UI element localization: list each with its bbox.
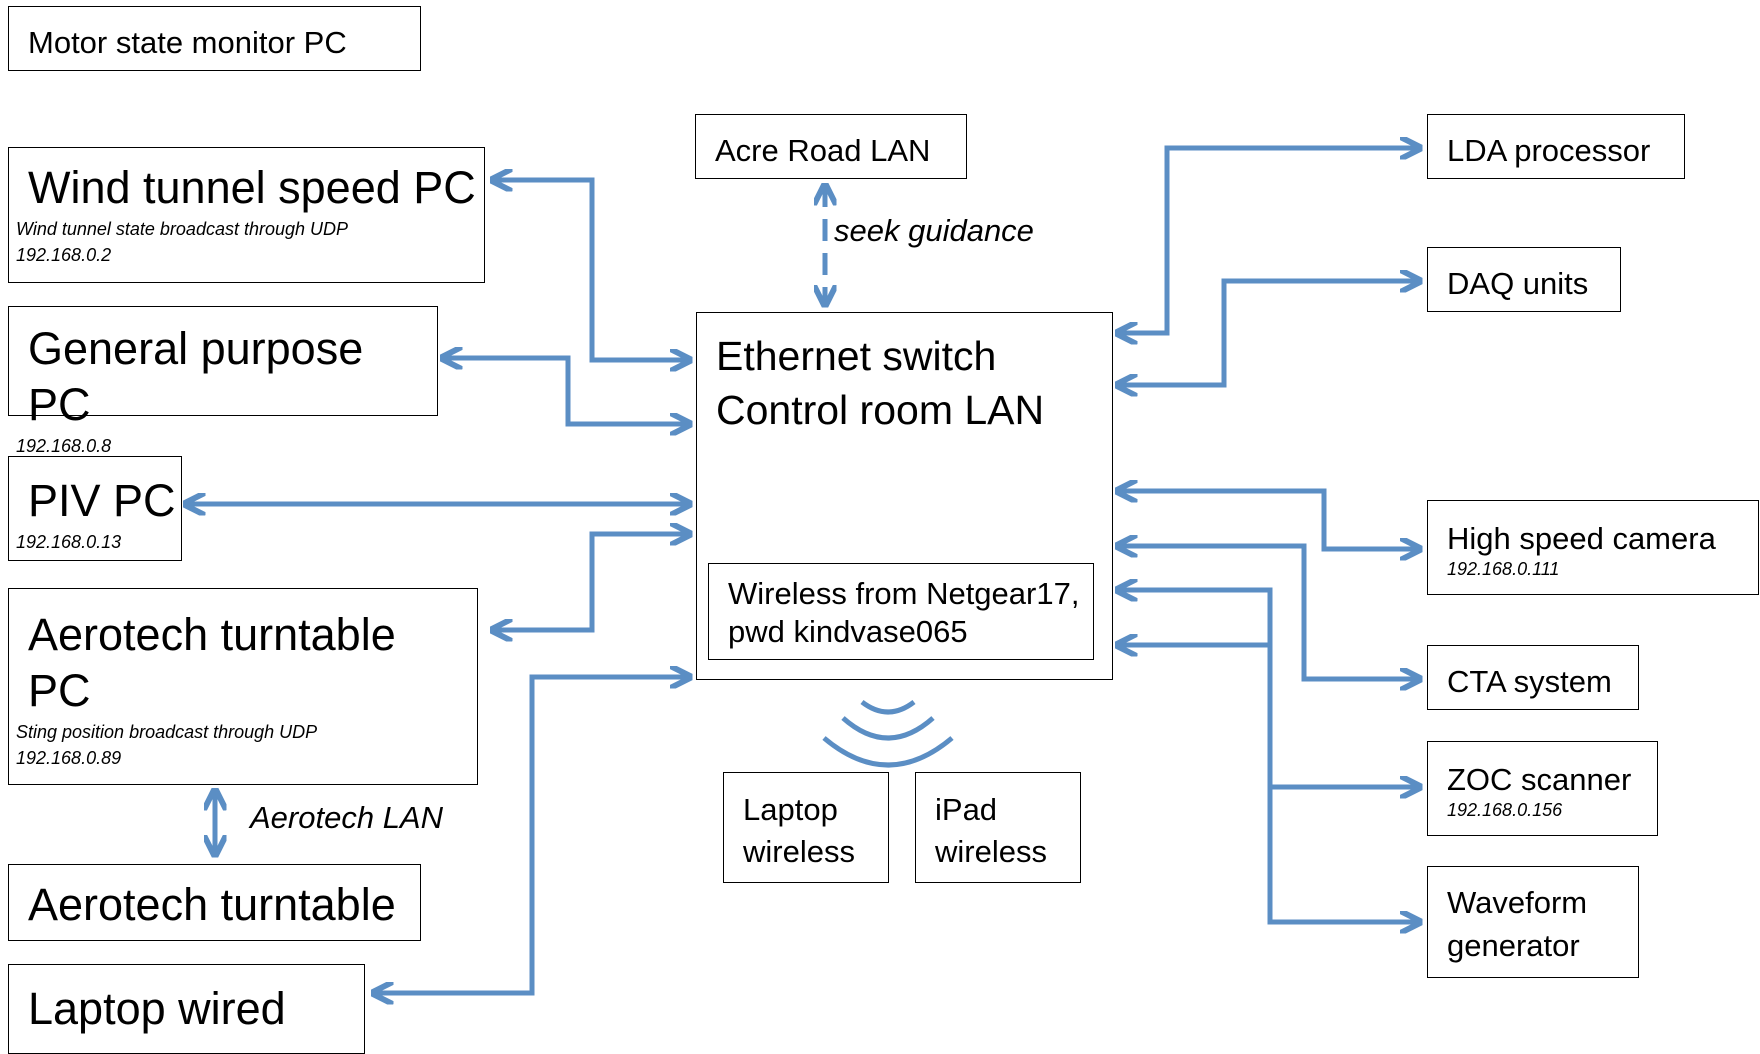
node-title: Wind tunnel speed PC [28,162,476,213]
node-title: General purpose PC [28,323,364,430]
node-title: PIV PC [28,475,176,526]
node-ip: 192.168.0.156 [1447,800,1563,820]
node-line2: wireless [743,834,855,869]
node-title: Aerotech turntable [28,879,396,930]
wireless-info-box: Wireless from Netgear17, pwd kindvase065 [708,563,1094,660]
node-title: Motor state monitor PC [28,25,347,60]
aerotech-lan-label: Aerotech LAN [250,800,443,835]
node-line1: iPad [935,792,998,827]
node-title: Laptop wired [28,983,286,1034]
node-note: Wind tunnel state broadcast through UDP [16,219,349,239]
seek-guidance-label: seek guidance [834,213,1034,248]
wire-wind-pc [492,180,690,360]
node-title: Acre Road LAN [715,133,931,168]
node-line1: Waveform [1447,885,1588,920]
node-ip: 192.168.0.8 [16,436,112,456]
wire-aerotech-pc [492,534,690,630]
motor-state-monitor-pc-box: Motor state monitor PC [8,6,421,71]
switch-title-line1: Ethernet switch [716,333,997,379]
wire-general-pc [442,358,690,424]
wire-lda [1117,148,1420,333]
aerotech-turntable-pc-box: Aerotech turntable PC Sting position bro… [8,588,478,785]
node-note: Sting position broadcast through UDP [16,722,318,742]
daq-units-box: DAQ units [1427,247,1621,312]
laptop-wired-box: Laptop wired [8,964,365,1054]
laptop-wireless-box: Laptop wireless [723,772,889,883]
acre-road-lan-box: Acre Road LAN [695,114,967,179]
wire-waveform [1117,645,1420,922]
wireless-arc-outer [822,736,954,768]
node-line2: wireless [935,834,1047,869]
cta-system-box: CTA system [1427,645,1639,710]
wind-tunnel-speed-pc-box: Wind tunnel speed PC Wind tunnel state b… [8,147,485,283]
aerotech-turntable-box: Aerotech turntable [8,864,421,941]
wire-hs-camera [1117,491,1420,549]
node-title: LDA processor [1447,133,1651,168]
wire-daq [1117,281,1420,385]
lda-processor-box: LDA processor [1427,114,1685,179]
wireless-info-line2: pwd kindvase065 [728,614,968,649]
node-line2: generator [1447,928,1580,963]
high-speed-camera-box: High speed camera 192.168.0.111 [1427,500,1759,595]
waveform-generator-box: Waveform generator [1427,866,1639,978]
node-title: High speed camera [1447,521,1716,556]
node-line1: Laptop [743,792,838,827]
wireless-arc-inner [860,699,916,715]
switch-title-line2: Control room LAN [716,387,1045,433]
piv-pc-box: PIV PC 192.168.0.13 [8,456,182,561]
wire-laptop-wired [373,677,690,993]
ethernet-switch-box: Ethernet switch Control room LAN Wireles… [696,312,1113,680]
node-ip: 192.168.0.2 [16,245,112,265]
node-ip: 192.168.0.89 [16,748,122,768]
zoc-scanner-box: ZOC scanner 192.168.0.156 [1427,741,1658,836]
node-title: CTA system [1447,664,1612,699]
ipad-wireless-box: iPad wireless [915,772,1081,883]
node-title-line2: PC [28,665,91,716]
general-purpose-pc-box: General purpose PC 192.168.0.8 [8,306,438,456]
node-title-line1: Aerotech turntable [28,609,396,660]
node-title: DAQ units [1447,266,1589,301]
wireless-info-line1: Wireless from Netgear17, [728,576,1080,611]
node-ip: 192.168.0.13 [16,532,122,552]
node-ip: 192.168.0.111 [1447,559,1560,579]
node-title: ZOC scanner [1447,762,1632,797]
wireless-arc-middle [841,716,935,741]
